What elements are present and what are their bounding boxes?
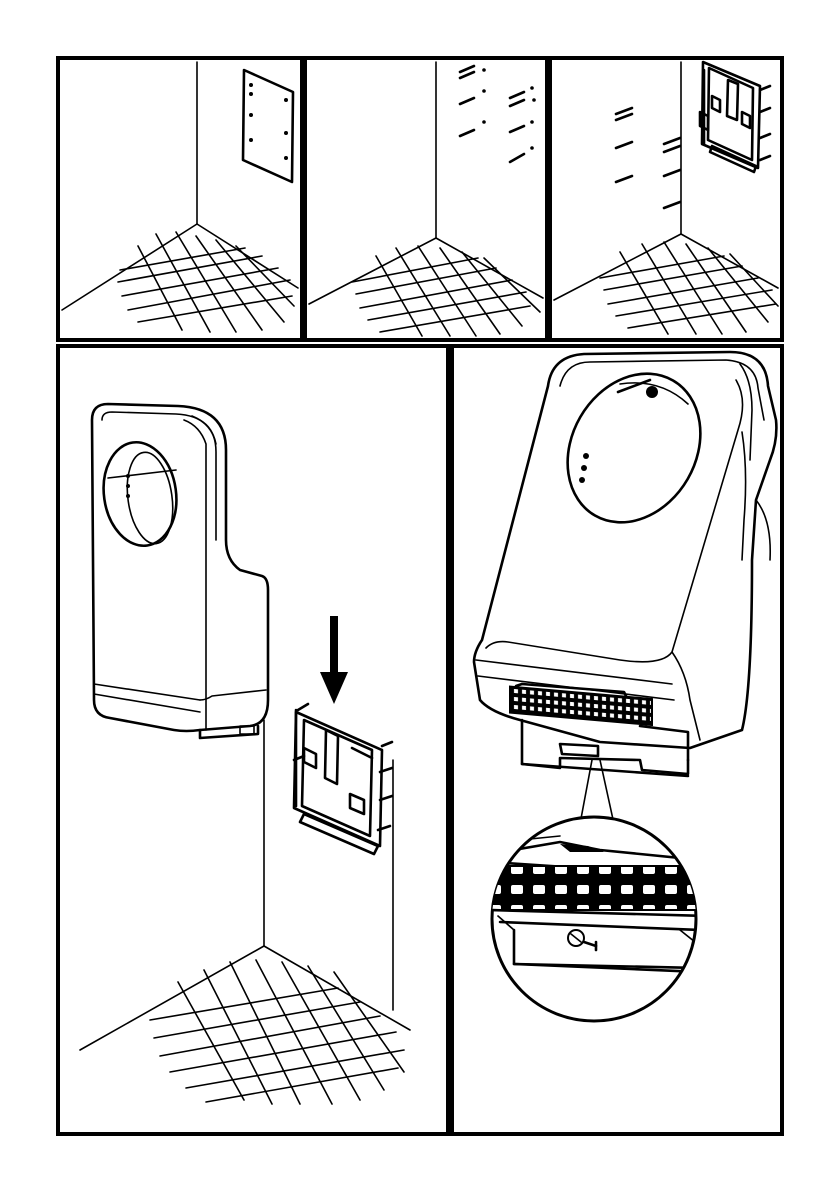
floor-tiles-4 (150, 960, 404, 1104)
panel-step-5 (452, 346, 782, 1134)
panel-3-frame (550, 58, 782, 340)
anchor (664, 170, 680, 176)
panel-step-2 (305, 58, 547, 340)
indicator-led (126, 494, 130, 498)
screw-hole (532, 98, 536, 102)
indicator-led (579, 477, 585, 483)
indicator-led (126, 474, 130, 478)
template-hole (249, 92, 253, 96)
wall-edges-4 (80, 720, 410, 1050)
arrow-shaft (330, 616, 338, 674)
hand-dryer-front (474, 349, 776, 776)
anchor (510, 100, 524, 106)
bottom-screw-slot (560, 744, 598, 756)
panel-step-3 (550, 58, 782, 340)
grille-detail (488, 866, 708, 910)
indicator-led (583, 453, 589, 459)
bracket-slot (325, 730, 338, 784)
wall-anchors (460, 66, 536, 162)
template-hole (284, 131, 288, 135)
mounting-template (243, 70, 293, 182)
wall-bracket-4 (294, 704, 392, 854)
anchor (460, 98, 474, 104)
panel-4-frame (58, 346, 448, 1134)
panel-step-4 (58, 346, 448, 1134)
panel-step-1 (58, 58, 302, 340)
anchor (664, 202, 680, 208)
floor-tiles-3 (600, 242, 778, 334)
bracket-slot (727, 80, 738, 120)
anchor (510, 92, 524, 98)
indicator-led (581, 465, 587, 471)
sensor-window (646, 386, 658, 398)
anchor (616, 176, 632, 182)
screw-hole (482, 68, 486, 72)
anchor (616, 108, 632, 114)
anchors-3 (616, 108, 680, 208)
screw-hole (482, 89, 486, 93)
screw-hole (530, 120, 534, 124)
template-hole (284, 156, 288, 160)
screw-hole (530, 86, 534, 90)
template-hole (249, 113, 253, 117)
dryer-hand-opening (541, 349, 726, 546)
anchor (460, 130, 474, 136)
template-hole (284, 98, 288, 102)
anchor (664, 138, 680, 144)
down-arrow (320, 616, 348, 704)
template-hole (249, 138, 253, 142)
hand-dryer-side (92, 404, 268, 738)
template-hole (249, 83, 253, 87)
dryer-body (92, 404, 268, 731)
anchor (460, 72, 474, 78)
anchor (616, 142, 632, 148)
panel-1-frame (58, 58, 302, 340)
screw-hole (530, 146, 534, 150)
floor-tiles-1 (118, 232, 294, 332)
anchor (510, 126, 524, 132)
room-corner-3 (554, 62, 778, 300)
wall-bracket-3 (700, 62, 770, 172)
anchor (616, 114, 632, 120)
floor-tiles-2 (352, 246, 540, 336)
air-outlet-grille (510, 687, 652, 725)
anchor (460, 66, 474, 72)
arrow-head (320, 672, 348, 704)
magnifier-detail (488, 817, 708, 1021)
anchor (664, 146, 680, 152)
indicator-led (126, 484, 130, 488)
screw-hole (482, 120, 486, 124)
anchor (510, 154, 524, 162)
